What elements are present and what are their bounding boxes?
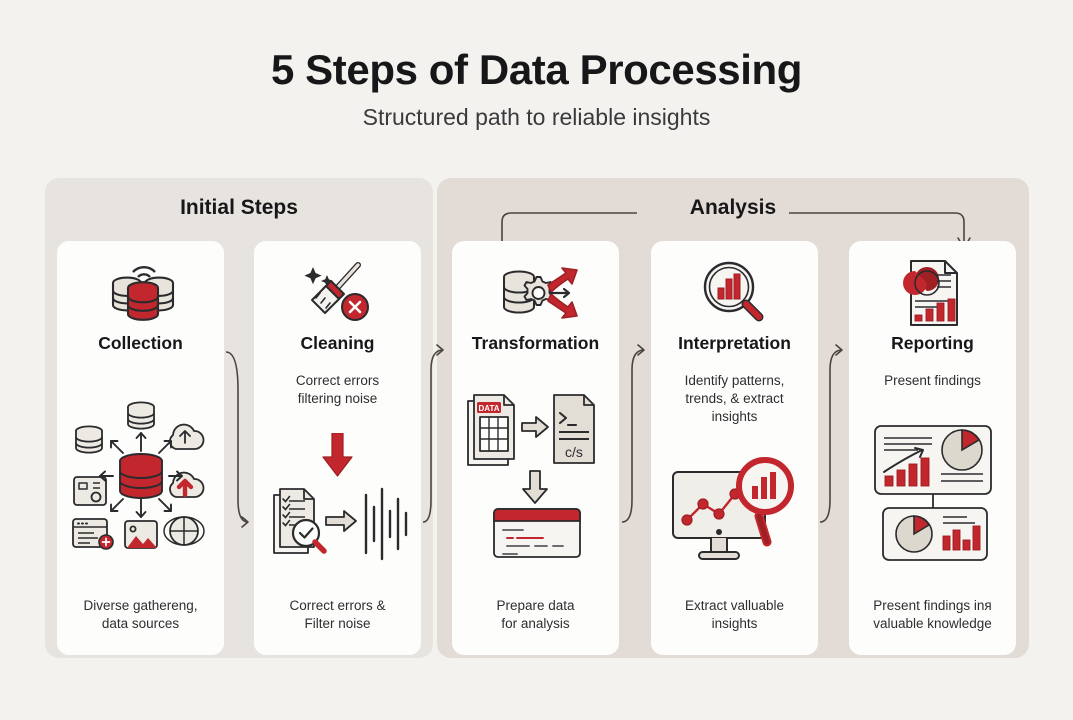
card-title-interpretation: Interpretation (678, 333, 791, 353)
group-label-analysis: Analysis (689, 196, 777, 219)
dashboard-panels-illustration (849, 390, 1016, 596)
card-caption-transformation: Prepare data for analysis (496, 597, 575, 631)
card-body-interpretation: Identify patterns, trends, & extract ins… (684, 373, 785, 425)
card-body-reporting: Present findings (884, 373, 981, 388)
magnifier-bar-chart-icon (695, 255, 775, 331)
card-title-reporting: Reporting (891, 333, 974, 353)
database-stack-icon (101, 255, 181, 331)
monitor-line-chart-magnifier-illustration (651, 427, 818, 597)
step-card-reporting[interactable]: Reporting Present findings (849, 241, 1016, 655)
step-card-collection[interactable]: Collection (57, 241, 224, 655)
card-title-collection: Collection (98, 333, 183, 353)
card-caption-collection: Diverse gathereng, data sources (83, 597, 198, 631)
connector-arrow-interpretation-to-reporting (819, 344, 843, 523)
code-tag-label: c/s (565, 444, 583, 460)
card-title-transformation: Transformation (471, 333, 600, 353)
step-card-cleaning[interactable]: Cleaning Correct errors filtering noise (254, 241, 421, 655)
data-to-code-window-illustration: DATA c/s (452, 354, 619, 597)
card-caption-interpretation: Extract valluable insights (684, 597, 785, 631)
page-header: 5 Steps of Data Processing Structured pa… (0, 46, 1073, 131)
connector-arrow-transformation-to-interpretation (621, 344, 645, 523)
card-caption-cleaning: Correct errors & Filter noise (289, 597, 386, 631)
step-card-transformation[interactable]: Transformation DATA (452, 241, 619, 655)
step-card-interpretation[interactable]: Interpretation Identify patterns, trends… (651, 241, 818, 655)
connector-arrow-cleaning-to-transformation (422, 344, 444, 523)
document-check-waveform-illustration (254, 408, 421, 596)
page-title: 5 Steps of Data Processing (270, 46, 803, 93)
card-title-cleaning: Cleaning (300, 333, 375, 353)
database-gear-arrows-icon (493, 255, 579, 331)
connector-arrow-collection-to-cleaning (225, 351, 249, 528)
page-subtitle: Structured path to reliable insights (362, 104, 711, 131)
card-body-cleaning: Correct errors filtering noise (295, 373, 380, 407)
data-sources-hub-illustration (57, 354, 224, 597)
report-document-icon (893, 255, 973, 331)
card-caption-reporting: Present findings inᴙ valuable knowledge (873, 597, 992, 631)
data-tag-label: DATA (478, 404, 499, 413)
broom-cleaning-icon (298, 255, 378, 331)
group-label-initial-steps: Initial Steps (180, 196, 298, 219)
